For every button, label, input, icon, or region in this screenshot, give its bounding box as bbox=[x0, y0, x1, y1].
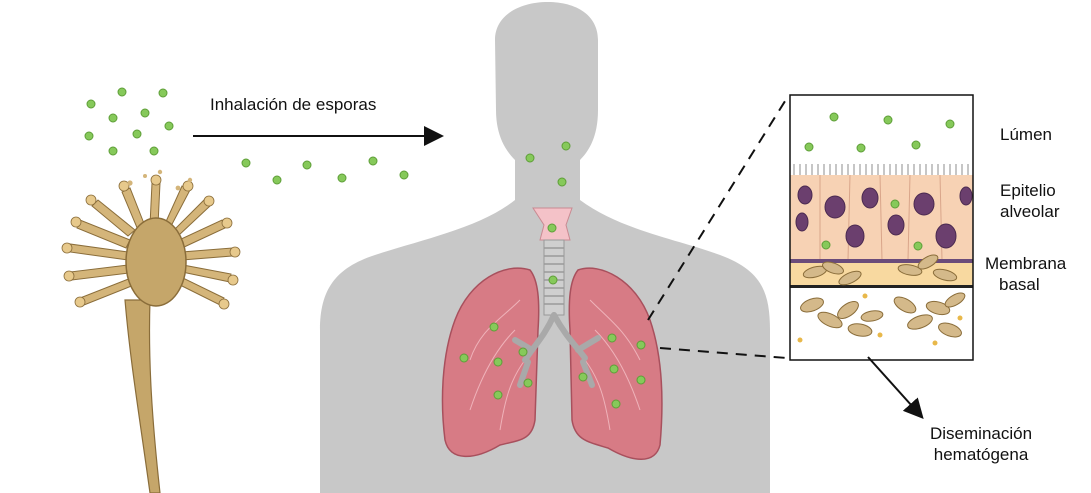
epithelium-label-line2: alveolar bbox=[1000, 201, 1060, 222]
dissemination-label: Diseminación hematógena bbox=[930, 423, 1032, 465]
epithelium-label-line1: Epitelio bbox=[1000, 180, 1060, 201]
lumen-label-text: Lúmen bbox=[1000, 125, 1052, 144]
membrane-label-line2: basal bbox=[985, 274, 1066, 295]
aspergillus-conidiophore-icon bbox=[62, 170, 240, 493]
alveolar-tissue-inset-icon bbox=[790, 95, 973, 360]
inhalation-label: Inhalación de esporas bbox=[210, 94, 376, 115]
membrane-label-line1: Membrana bbox=[985, 253, 1066, 274]
dissemination-arrow bbox=[868, 357, 921, 416]
dissemination-label-line2: hematógena bbox=[930, 444, 1032, 465]
dissemination-label-line1: Diseminación bbox=[930, 423, 1032, 444]
inhalation-label-text: Inhalación de esporas bbox=[210, 95, 376, 114]
epithelium-label: Epitelio alveolar bbox=[1000, 180, 1060, 222]
lumen-label: Lúmen bbox=[1000, 124, 1052, 145]
membrane-label: Membrana basal bbox=[985, 253, 1066, 295]
basement-membrane-top-line bbox=[790, 259, 973, 263]
